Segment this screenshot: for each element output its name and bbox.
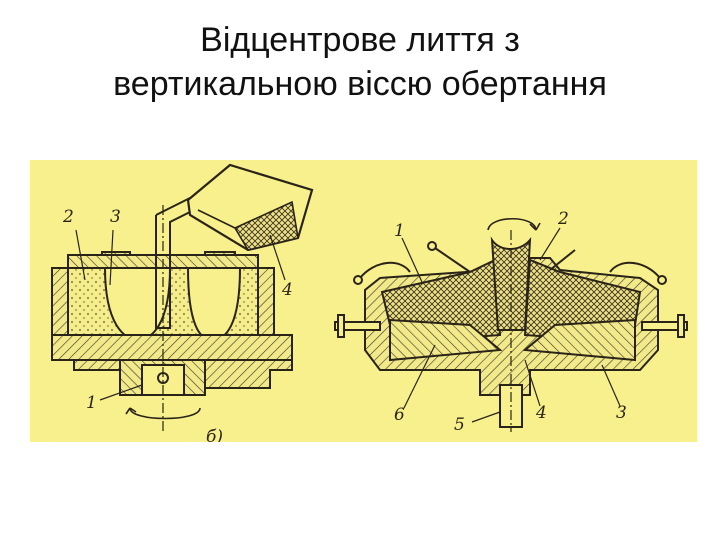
casting-diagram: 2 3 4 1 [30,160,697,442]
right-label-5: 5 [454,415,465,435]
right-label-3: 3 [616,403,627,423]
figure-caption-partial: б) [206,427,223,442]
left-ladle-wall [233,200,299,251]
right-clamp-top-right [609,261,661,279]
right-inner-casting-left [389,318,503,362]
right-label-2: 2 [557,209,569,229]
right-clamp-top-left [359,261,411,279]
title-line-2: вертикальною віссю обертання [113,65,607,103]
right-label-1: 1 [394,221,405,241]
right-label-6: 6 [394,405,405,425]
right-bolt-left [334,321,381,331]
right-inner-casting-right [522,318,636,362]
left-casting-machine [51,163,314,432]
title-line-1: Відцентрове лиття з [200,21,520,59]
left-label-3: 3 [110,207,121,227]
left-label-2: 2 [62,207,74,227]
left-rotation-arrow [129,407,201,420]
right-casting-machine [334,218,688,432]
left-pouring-channel [155,207,199,329]
right-rotation-arrow [487,218,537,231]
left-base [51,334,293,361]
left-label-1: 1 [86,393,97,413]
right-bolt-right [641,321,688,331]
right-label-4: 4 [535,403,547,423]
left-label-4: 4 [281,280,293,300]
slide-title: Відцентрове лиття з вертикальною віссю о… [0,18,720,106]
